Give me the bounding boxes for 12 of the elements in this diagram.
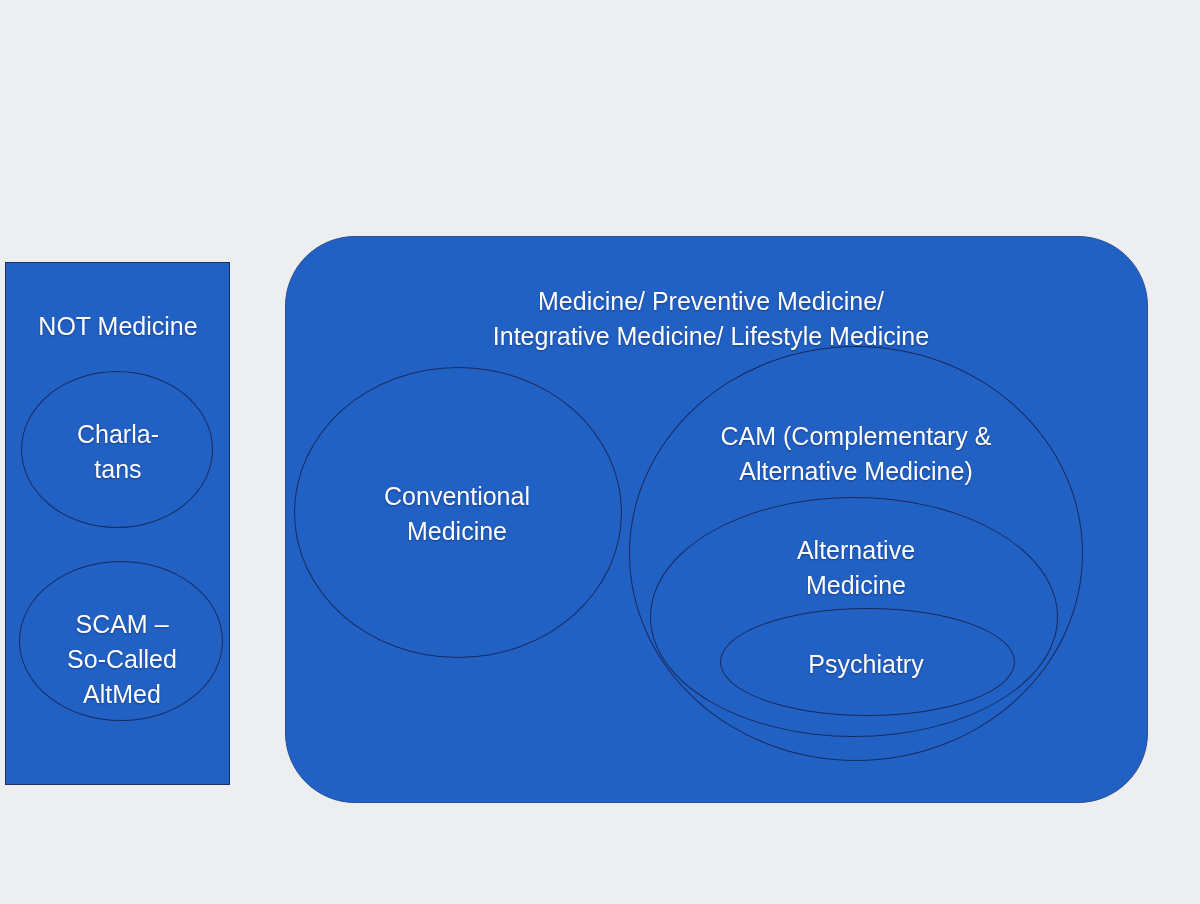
- category-panel: [285, 236, 1148, 803]
- set-label: Charla- tans: [76, 419, 160, 485]
- set-label: Alternative Medicine: [795, 535, 917, 601]
- set-circle: [294, 367, 622, 658]
- set-label: Conventional Medicine: [383, 481, 531, 547]
- category-panel: [5, 262, 230, 785]
- set-ellipse: [21, 371, 213, 528]
- set-label: CAM (Complementary & Alternative Medicine): [719, 421, 993, 487]
- panel-title: NOT Medicine: [37, 310, 199, 342]
- set-label: SCAM – So-Called AltMed: [66, 608, 178, 710]
- panel-title: Medicine/ Preventive Medicine/ Integrative Medicine/ Lifestyle Medicine: [491, 286, 931, 352]
- set-label: Psychiatry: [807, 648, 925, 680]
